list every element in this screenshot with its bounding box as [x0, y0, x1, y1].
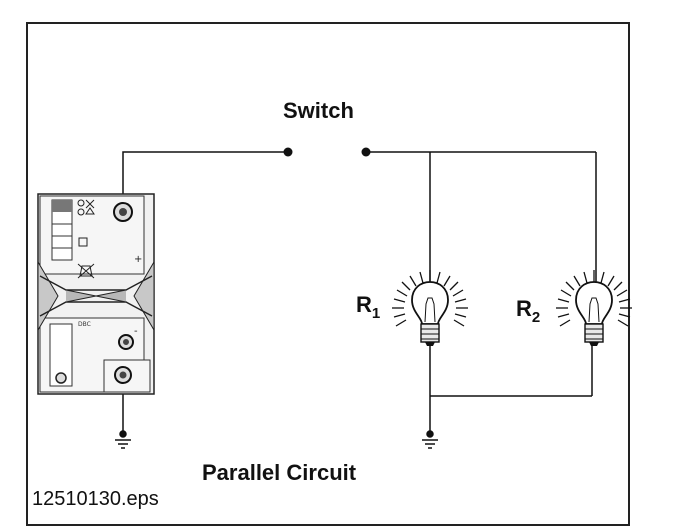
diagram-title: Parallel Circuit [202, 460, 357, 485]
resistor-r1-subscript: 1 [371, 305, 381, 322]
battery-brand-text: DBC [78, 321, 91, 328]
diagram-frame [26, 22, 630, 526]
resistor-r2-subscript: 2 [531, 309, 541, 326]
lamp-icon [392, 270, 468, 346]
resistor-r2-letter: R [516, 296, 532, 321]
switch-contact-icon [283, 147, 293, 157]
battery-plus-sign: + [134, 254, 142, 265]
ground-icon [422, 430, 438, 449]
wires [122, 151, 597, 432]
ground-icon [115, 430, 131, 449]
lamp-icon [556, 270, 632, 346]
resistor-r1-letter: R [356, 292, 372, 317]
battery-icon: DBC + - [37, 193, 155, 395]
switch-contact-icon [361, 147, 371, 157]
switch [283, 147, 371, 157]
resistor-r2-label: R2 [516, 296, 540, 326]
wire-battery-positive [122, 151, 288, 212]
switch-label: Switch [283, 98, 354, 123]
file-name: 12510130.eps [30, 488, 161, 511]
battery-minus-sign: - [134, 326, 138, 337]
resistor-r1-label: R1 [356, 292, 380, 322]
